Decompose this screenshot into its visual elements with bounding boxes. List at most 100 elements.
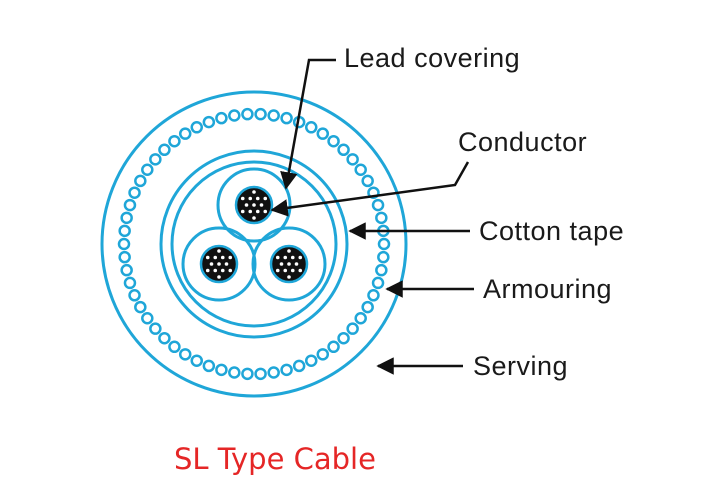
armour-wire [190, 121, 203, 134]
lead-covering-top [216, 167, 292, 243]
armouring-wires [117, 107, 391, 381]
armour-wire [228, 366, 241, 379]
armour-wire [361, 174, 374, 188]
conductor-label: Conductor [458, 127, 587, 157]
armour-wire [371, 198, 385, 212]
conductor-strand [263, 196, 268, 201]
conductor-strand [228, 268, 233, 273]
conductor-strand [240, 196, 245, 201]
cotton-tape-inner [170, 160, 338, 328]
conductor-strand [287, 275, 291, 279]
armour-wire [367, 289, 380, 302]
armour-wire [118, 224, 131, 238]
armour-wire [254, 107, 267, 121]
conductor-strand [217, 275, 221, 279]
conductor-strand [213, 268, 218, 273]
conductor-strand [220, 268, 225, 273]
armour-wire [267, 109, 280, 122]
armour-wire [117, 237, 131, 251]
lead-covering-label: Lead covering [344, 43, 520, 73]
conductor-strands [205, 190, 303, 279]
conductor-strand [263, 209, 268, 214]
conductor-strand [228, 255, 233, 260]
armour-wire [178, 127, 192, 140]
conductor-strand [248, 196, 253, 201]
armour-wire [280, 111, 293, 125]
armour-wire [346, 322, 359, 335]
conductor-strand [290, 255, 295, 260]
armour-wire [149, 153, 162, 166]
armour-wire [158, 331, 171, 345]
armour-wire [228, 109, 241, 122]
armour-wire [134, 300, 147, 314]
diagram-caption: SL Type Cable [174, 442, 376, 476]
conductor-strand [217, 249, 221, 253]
cable-cross-section [100, 90, 408, 398]
conductor-strand [205, 268, 210, 273]
armour-wire [158, 143, 171, 157]
armour-wire [241, 107, 254, 121]
armour-wire [149, 322, 162, 335]
conductor-strand [290, 268, 295, 273]
conductor-strand [217, 262, 221, 266]
cotton-tape-outer [159, 149, 349, 339]
armour-wire [371, 276, 385, 290]
conductor-strand [248, 209, 253, 214]
armour-wire [280, 363, 293, 377]
armour-wire [141, 312, 154, 325]
conductor-strand [259, 203, 264, 207]
conductor-strand [244, 203, 249, 207]
cotton-tape-label: Cotton tape [479, 216, 624, 246]
conductor-strand [255, 209, 260, 214]
lead-covering-left [181, 226, 257, 302]
armour-wire [120, 263, 133, 277]
conductor-strand [252, 203, 256, 207]
armour-wire [327, 134, 340, 148]
armour-wire [337, 143, 350, 157]
lead-covering-leader [280, 58, 336, 190]
armour-wire [141, 163, 154, 176]
armouring-label: Armouring [483, 274, 612, 304]
armour-wire [377, 250, 390, 264]
armour-wire [215, 363, 228, 377]
conductor-strand [252, 190, 256, 194]
armour-wire [128, 186, 141, 199]
conductor-strand [283, 268, 288, 273]
conductor-strand [255, 196, 260, 201]
armour-wire [134, 174, 147, 188]
armour-wire [361, 300, 374, 314]
leader-lines [270, 58, 474, 375]
conductor-strand [252, 216, 256, 220]
conductor-strand [224, 262, 229, 266]
armour-wire [375, 263, 388, 277]
conductor-strand [279, 262, 284, 266]
armour-wire [128, 289, 141, 302]
conductor-leader [270, 161, 470, 217]
armour-wire [123, 198, 137, 212]
armour-wire [346, 153, 359, 166]
armour-wire [215, 111, 228, 125]
armour-wire [190, 354, 203, 367]
lead-covering-right [251, 226, 327, 302]
conductor-strand [213, 255, 218, 260]
conductor-strand [294, 262, 299, 266]
armour-wire [241, 367, 254, 381]
armour-wire [354, 163, 367, 176]
serving-label: Serving [473, 351, 568, 381]
armour-wire [267, 366, 280, 379]
conductor-strand [287, 262, 291, 266]
conductor-strand [220, 255, 225, 260]
armour-wire [178, 348, 192, 361]
conductor-strand [298, 255, 303, 260]
armour-wire [337, 331, 350, 345]
conductor-strand [283, 255, 288, 260]
conductor-strand [240, 209, 245, 214]
armour-wire [305, 354, 318, 367]
armour-wire [202, 115, 216, 129]
armour-wire [316, 348, 330, 361]
conductor-strand [205, 255, 210, 260]
armour-wire [123, 276, 137, 290]
armour-wire [377, 237, 391, 251]
conductor-strand [287, 249, 291, 253]
